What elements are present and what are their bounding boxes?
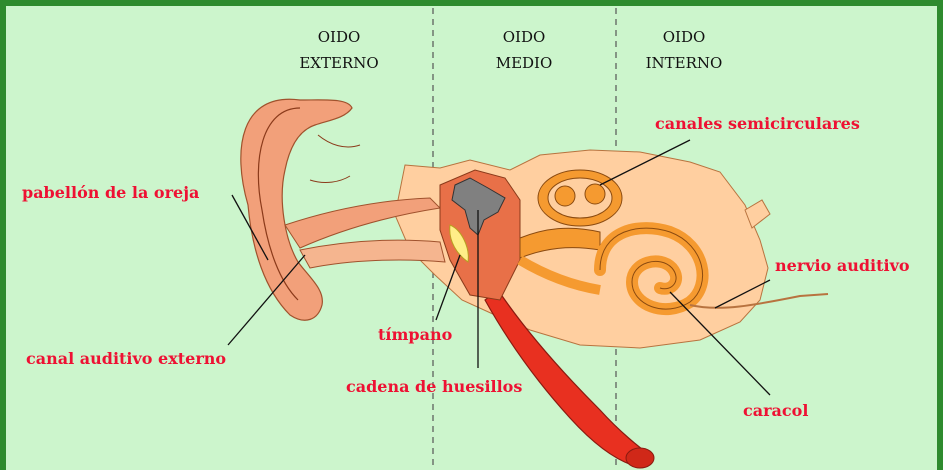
label-timpano: tímpano xyxy=(378,325,453,344)
section-medio-line2: MEDIO xyxy=(496,54,553,72)
label-nervio: nervio auditivo xyxy=(775,256,910,275)
section-interno-line1: OIDO xyxy=(663,28,706,46)
eustachian-tube-end xyxy=(626,448,654,468)
semicircular-canal-loop-1 xyxy=(555,186,575,206)
label-canales: canales semicirculares xyxy=(655,114,860,133)
label-caracol: caracol xyxy=(743,401,808,420)
label-canal: canal auditivo externo xyxy=(26,349,226,368)
section-externo-line1: OIDO xyxy=(318,28,361,46)
section-interno-line2: INTERNO xyxy=(646,54,723,72)
label-pabellon: pabellón de la oreja xyxy=(22,183,199,202)
semicircular-canal-loop-2 xyxy=(585,184,605,204)
section-medio-line1: OIDO xyxy=(503,28,546,46)
label-cadena: cadena de huesillos xyxy=(346,377,522,396)
section-externo-line2: EXTERNO xyxy=(299,54,378,72)
